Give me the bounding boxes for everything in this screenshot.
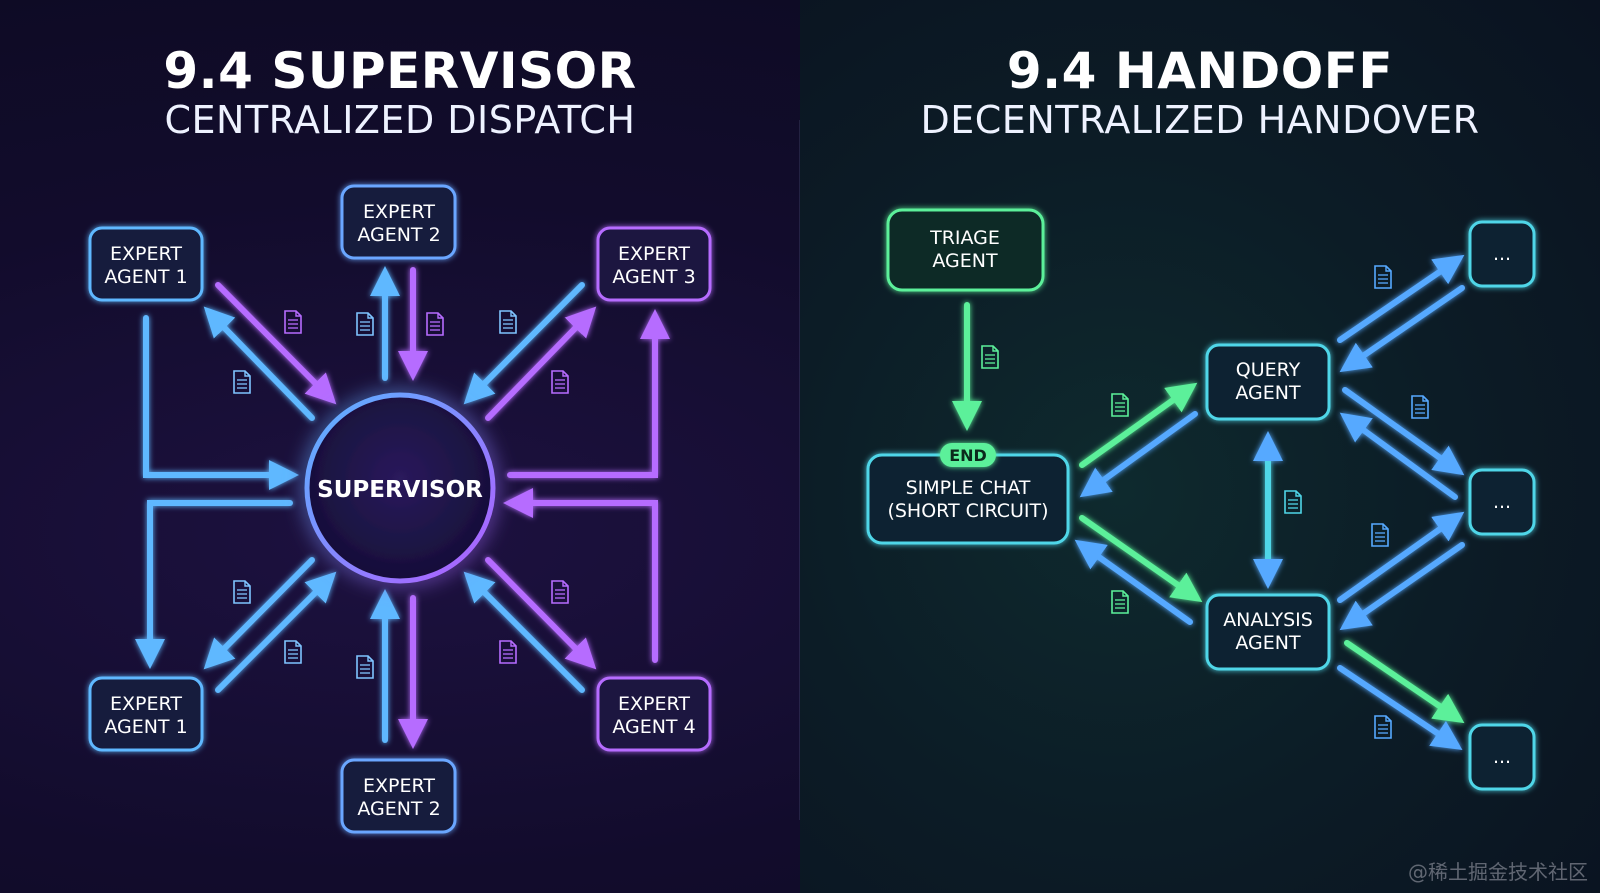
arrow-analysis-to-simplechat xyxy=(1074,539,1193,625)
simple-chat-box xyxy=(866,453,1070,545)
document-icon xyxy=(356,312,374,336)
arrow-expert1-to-supervisor xyxy=(143,315,299,490)
handoff-title: 9.4 HANDOFF xyxy=(1006,42,1394,100)
expert-agent-1-bottom-line1: EXPERT xyxy=(110,693,182,715)
ellipsis-node-bottom xyxy=(1468,723,1536,791)
right-panel-background xyxy=(800,0,1600,893)
analysis-agent-line2: AGENT xyxy=(1235,632,1301,654)
arrow-simplechat-to-analysis xyxy=(1079,515,1203,603)
arrow-expert3-diag-in xyxy=(463,282,585,405)
document-icon xyxy=(356,655,374,679)
arrow-query-to-middle-ellipsis xyxy=(1342,387,1465,476)
expert-agent-3-line2: AGENT 3 xyxy=(612,266,695,288)
query-agent-line1: QUERY xyxy=(1236,359,1301,381)
document-icon xyxy=(1374,715,1392,739)
query-agent-box xyxy=(1205,343,1331,421)
expert-agent-3-box xyxy=(596,226,712,302)
supervisor-title: 9.4 SUPERVISOR xyxy=(163,42,637,100)
ellipsis-node-top xyxy=(1468,220,1536,288)
expert-agent-2-top-line1: EXPERT xyxy=(363,201,435,223)
handoff-subtitle: DECENTRALIZED HANDOVER xyxy=(920,98,1480,142)
arrow-analysis-to-bottom-ellipsis-blue xyxy=(1337,665,1463,751)
document-icon xyxy=(233,580,251,604)
arrow-bottomright-diag-in xyxy=(463,571,585,693)
triage-agent-line1: TRIAGE xyxy=(929,227,1000,249)
expert-agent-2-top-line2: AGENT 2 xyxy=(357,224,440,246)
expert-agent-4-line2: AGENT 4 xyxy=(612,716,695,738)
arrow-supervisor-to-expert1-bottom xyxy=(135,500,293,669)
arrow-expert3-diag-out xyxy=(485,306,597,421)
ellipsis-middle-label: ... xyxy=(1493,491,1511,513)
expert-agent-3-line1: EXPERT xyxy=(618,243,690,265)
arrow-bottomleft-diag-out xyxy=(203,557,315,670)
expert-agent-1-bottom-line2: AGENT 1 xyxy=(104,716,187,738)
analysis-agent-line1: ANALYSIS xyxy=(1223,609,1313,631)
document-icon xyxy=(551,370,569,394)
document-icon xyxy=(1111,393,1129,417)
ellipsis-bottom-label: ... xyxy=(1493,746,1511,768)
expert-agent-2-bottom-line2: AGENT 2 xyxy=(357,798,440,820)
ellipsis-top-label: ... xyxy=(1493,243,1511,265)
expert-agent-1-top-line2: AGENT 1 xyxy=(104,266,187,288)
arrow-query-to-top-ellipsis xyxy=(1337,254,1465,343)
watermark: @稀土掘金技术社区 xyxy=(1408,860,1588,884)
ellipsis-node-middle xyxy=(1468,468,1536,536)
arrow-supervisor-to-expert3 xyxy=(507,309,670,478)
triage-agent-box xyxy=(886,208,1045,292)
expert-agent-4-line1: EXPERT xyxy=(618,693,690,715)
simple-chat-line1: SIMPLE CHAT xyxy=(906,477,1031,499)
arrow-simplechat-to-query xyxy=(1079,382,1198,468)
document-icon xyxy=(233,370,251,394)
panel-divider xyxy=(799,120,800,820)
arrow-bottomright-diag-out xyxy=(485,557,597,670)
document-icon xyxy=(284,310,302,334)
supervisor-label: SUPERVISOR xyxy=(317,477,483,503)
expert-agent-1-bottom-box xyxy=(88,676,204,752)
document-icon xyxy=(1374,265,1392,289)
arrow-middle-ellipsis-to-query xyxy=(1339,412,1458,500)
document-icon xyxy=(1111,590,1129,614)
expert-agent-4-box xyxy=(596,676,712,752)
triage-agent-line2: AGENT xyxy=(932,250,998,272)
expert-agent-1-top-box xyxy=(88,226,204,302)
document-icon xyxy=(551,580,569,604)
document-icon xyxy=(1411,395,1429,419)
document-icon xyxy=(1371,523,1389,547)
expert-agent-2-bottom-box xyxy=(340,758,457,834)
supervisor-node xyxy=(304,392,496,584)
arrow-bottomleft-diag-in xyxy=(215,571,337,693)
arrow-expert4-to-supervisor xyxy=(503,488,658,663)
arrow-expert1-diag-in xyxy=(215,282,337,405)
expert-agent-2-bottom-line1: EXPERT xyxy=(363,775,435,797)
document-icon xyxy=(1284,490,1302,514)
arrow-analysis-to-bottom-ellipsis-green xyxy=(1344,640,1465,724)
document-icon xyxy=(426,312,444,336)
document-icon xyxy=(499,310,517,334)
arrow-expert1-diag-out xyxy=(203,306,315,421)
simple-chat-line2: (SHORT CIRCUIT) xyxy=(887,500,1048,522)
document-icon xyxy=(284,640,302,664)
arrow-top-ellipsis-to-query xyxy=(1339,285,1465,373)
expert-agent-2-top-box xyxy=(340,184,457,260)
query-agent-line2: AGENT xyxy=(1235,382,1301,404)
analysis-agent-box xyxy=(1205,593,1331,671)
arrow-middle-ellipsis-to-analysis xyxy=(1339,542,1465,631)
end-badge xyxy=(940,443,996,467)
expert-agent-1-top-line1: EXPERT xyxy=(110,243,182,265)
arrow-analysis-to-middle-ellipsis xyxy=(1337,511,1465,603)
arrow-query-to-simplechat xyxy=(1079,411,1198,498)
supervisor-subtitle: CENTRALIZED DISPATCH xyxy=(164,98,636,142)
end-badge-label: END xyxy=(949,446,987,465)
document-icon xyxy=(499,640,517,664)
document-icon xyxy=(981,345,999,369)
